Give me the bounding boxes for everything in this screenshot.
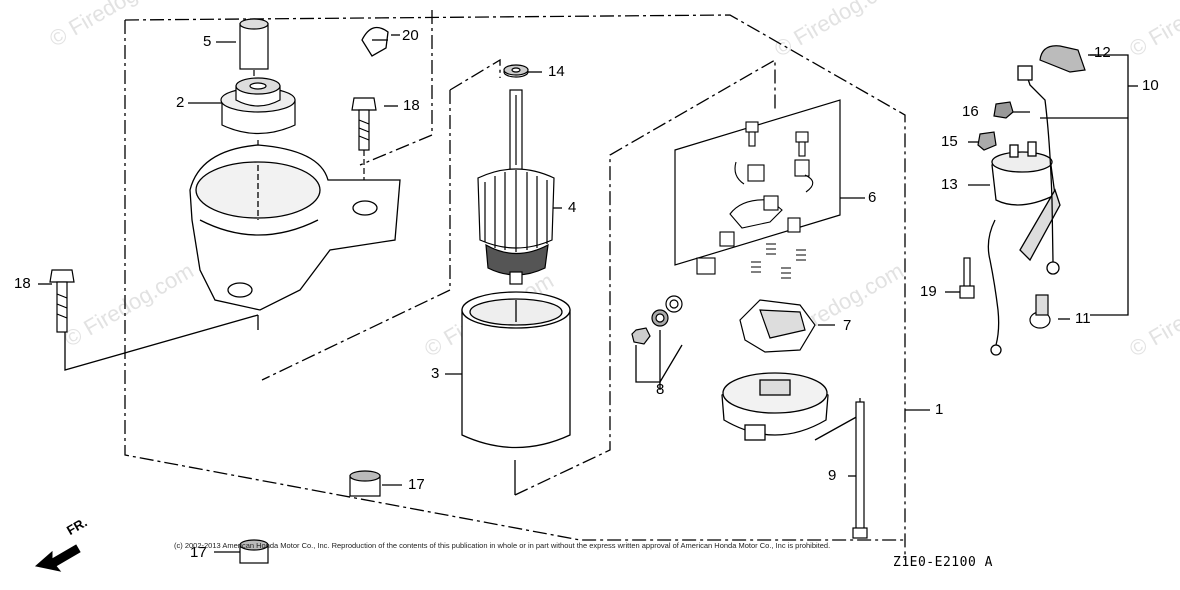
brush-holder-frame	[674, 99, 841, 266]
stop-collar-part	[239, 18, 269, 88]
callout-18-lower: 18	[14, 275, 31, 292]
callout-4: 4	[568, 199, 577, 216]
callout-15: 15	[941, 133, 958, 150]
clip-part	[361, 26, 389, 57]
bolt-part-upper	[351, 97, 377, 185]
assembly-outline	[124, 20, 905, 541]
callout-16: 16	[962, 103, 979, 120]
through-bolt-part	[852, 398, 868, 539]
front-direction-arrow-icon	[34, 544, 81, 572]
section-bracket	[359, 10, 433, 166]
yoke-part	[461, 291, 571, 449]
bolt-part-lower	[49, 269, 75, 333]
terminal-cap-part	[1039, 45, 1086, 73]
copyright-notice: (c) 2002-2013 American Honda Motor Co., …	[174, 541, 831, 550]
section-bracket	[449, 58, 501, 91]
rear-cover-part	[721, 372, 829, 441]
washer-part	[503, 64, 529, 78]
callout-19: 19	[920, 283, 937, 300]
callout-10: 10	[1142, 77, 1159, 94]
callout-20: 20	[402, 27, 419, 44]
callout-17-upper: 17	[408, 476, 425, 493]
section-bracket	[514, 58, 776, 496]
diagram-code: Z1E0-E2100 A	[893, 555, 993, 570]
callout-2: 2	[176, 94, 185, 111]
assembly-outline	[124, 14, 906, 560]
brush-holder-part	[739, 299, 816, 353]
callout-18-upper: 18	[403, 97, 420, 114]
section-bracket	[261, 90, 451, 381]
armature-part	[477, 89, 555, 285]
callout-12: 12	[1094, 44, 1111, 61]
callout-3: 3	[431, 365, 440, 382]
front-cover-part	[189, 144, 401, 311]
nut-part-15	[977, 131, 997, 151]
callout-5: 5	[203, 33, 212, 50]
callout-7: 7	[843, 317, 852, 334]
nut-part-16	[993, 101, 1014, 119]
screw-part	[959, 257, 975, 299]
callout-17-lower: 17	[190, 544, 207, 561]
solenoid-part	[991, 141, 1061, 262]
pinion-gear-part	[220, 77, 296, 165]
callout-1: 1	[935, 401, 944, 418]
callout-8: 8	[656, 381, 665, 398]
starter-cable-part	[987, 65, 1060, 356]
nut-set-part	[631, 295, 683, 345]
callout-11: 11	[1075, 310, 1091, 327]
callout-6: 6	[868, 189, 877, 206]
collar-part-upper	[349, 470, 381, 497]
brush-set-part	[696, 121, 814, 279]
callout-14: 14	[548, 63, 565, 80]
cable-terminal-part	[1029, 294, 1051, 329]
callout-13: 13	[941, 176, 958, 193]
collar-part-lower	[239, 539, 269, 564]
callout-9: 9	[828, 467, 837, 484]
